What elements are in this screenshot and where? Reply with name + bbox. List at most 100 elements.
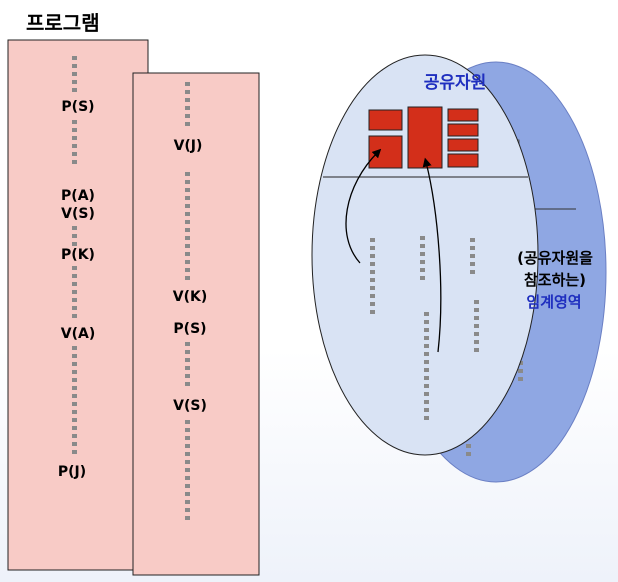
code-dash [185, 428, 190, 432]
code-dash [72, 346, 77, 350]
code-dash [470, 238, 475, 242]
code-dash [72, 136, 77, 140]
resource-block-3d [447, 153, 479, 168]
code-dash [424, 400, 429, 404]
code-dash [470, 270, 475, 274]
code-dash [518, 369, 523, 373]
code-dash [185, 276, 190, 280]
code-dash [72, 378, 77, 382]
code-dash [72, 434, 77, 438]
code-dash [72, 56, 77, 60]
code-dash [185, 244, 190, 248]
code-dash [185, 228, 190, 232]
process-1-label-pk: P(K) [61, 247, 95, 263]
code-dash [370, 278, 375, 282]
code-dash [370, 302, 375, 306]
code-dash [185, 220, 190, 224]
code-dash [72, 394, 77, 398]
code-dash [424, 416, 429, 420]
process-1-label-ps: P(S) [61, 99, 94, 115]
code-dash [424, 312, 429, 316]
code-dash [420, 268, 425, 272]
critical-section-note-line2: 참조하는) [524, 271, 586, 289]
code-dash [72, 274, 77, 278]
code-dash [185, 374, 190, 378]
code-dash [424, 352, 429, 356]
code-dash [424, 368, 429, 372]
access-arrow-left [345, 148, 382, 264]
code-dash [72, 450, 77, 454]
process-2-label-vj: V(J) [174, 138, 203, 154]
code-dash [72, 144, 77, 148]
front-ellipse-dashes [370, 236, 479, 420]
critical-section-diagram: 공유자원 (공유자원을 참조하는) 임계영역 [311, 54, 607, 483]
code-dash [474, 324, 479, 328]
code-dash [185, 382, 190, 386]
code-dash [185, 420, 190, 424]
code-dash [72, 290, 77, 294]
code-dash [185, 366, 190, 370]
code-dash [424, 320, 429, 324]
code-dash [72, 314, 77, 318]
resource-block-3a [447, 108, 479, 122]
code-dash [185, 476, 190, 480]
access-arrow-right [422, 157, 442, 353]
code-dash [424, 384, 429, 388]
resource-block-1b [368, 135, 403, 169]
code-dash [185, 98, 190, 102]
code-dash [72, 410, 77, 414]
process-1-label-va: V(A) [61, 326, 95, 342]
code-dash [424, 408, 429, 412]
process-1-label-pa: P(A) [61, 188, 95, 204]
code-dash [185, 204, 190, 208]
code-dash [185, 460, 190, 464]
code-dash [185, 516, 190, 520]
code-dash [185, 350, 190, 354]
code-dash [72, 354, 77, 358]
critical-section-note-line1: (공유자원을 [517, 249, 593, 267]
code-dash [185, 122, 190, 126]
critical-section-note-line3: 임계영역 [526, 293, 581, 311]
code-dash [185, 172, 190, 176]
code-dash [420, 236, 425, 240]
code-dash [185, 114, 190, 118]
code-dash [185, 452, 190, 456]
code-dash [370, 246, 375, 250]
program-title: 프로그램 [26, 11, 100, 35]
process-1-dashes [72, 56, 77, 454]
code-dash [370, 286, 375, 290]
code-dash [72, 234, 77, 238]
code-dash [72, 362, 77, 366]
code-dash [420, 252, 425, 256]
code-dash [470, 262, 475, 266]
code-dash [185, 252, 190, 256]
code-dash [185, 90, 190, 94]
code-dash [72, 306, 77, 310]
code-dash [72, 80, 77, 84]
code-dash [424, 392, 429, 396]
code-dash [185, 342, 190, 346]
process-1-label-pj: P(J) [58, 464, 86, 480]
code-dash [185, 500, 190, 504]
code-dash [424, 360, 429, 364]
code-dash [185, 106, 190, 110]
code-dash [185, 82, 190, 86]
code-dash [72, 226, 77, 230]
process-1-panel: P(S) P(A) V(S) P(K) V(A) P(J) [7, 39, 149, 571]
code-dash [185, 188, 190, 192]
resource-block-3b [447, 123, 479, 137]
code-dash [185, 212, 190, 216]
code-dash [518, 377, 523, 381]
code-dash [72, 442, 77, 446]
code-dash [72, 152, 77, 156]
code-dash [185, 180, 190, 184]
code-dash [424, 376, 429, 380]
code-dash [185, 492, 190, 496]
code-dash [185, 444, 190, 448]
code-dash [72, 298, 77, 302]
process-2-box [132, 72, 260, 576]
code-dash [72, 402, 77, 406]
code-dash [424, 336, 429, 340]
code-dash [370, 238, 375, 242]
